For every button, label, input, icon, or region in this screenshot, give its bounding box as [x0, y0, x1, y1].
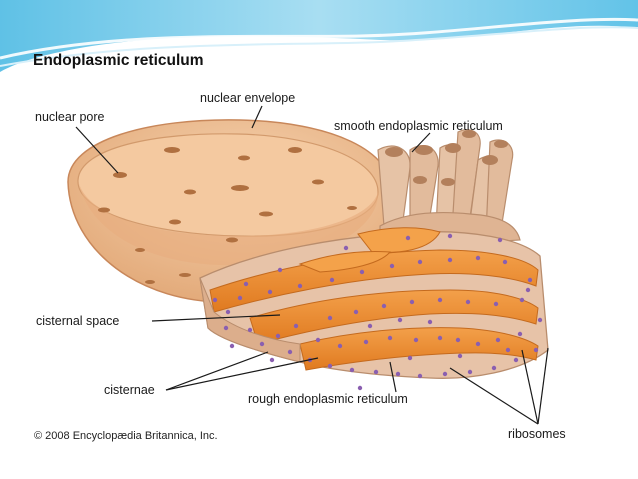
nuclear-pore-mark: [145, 280, 155, 284]
rough-er-shape: [199, 227, 549, 379]
leader-lines: [75, 105, 549, 425]
diagram-title: Endoplasmic reticulum: [33, 52, 204, 69]
nuclear-pore-mark: [231, 185, 249, 191]
nuclear-pore-mark: [347, 206, 357, 210]
label-ribosomes: ribosomes: [508, 427, 566, 441]
nuclear-pores: [98, 147, 357, 284]
nuclear-pore-mark: [164, 147, 180, 153]
nuclear-pore-mark: [179, 273, 191, 277]
leader-smooth-er: [411, 132, 431, 153]
nuclear-pore-mark: [184, 189, 196, 195]
label-rough-er: rough endoplasmic reticulum: [248, 392, 408, 406]
leader-cisternal-space: [151, 314, 281, 322]
nuclear-pore-mark: [113, 172, 127, 178]
nuclear-pore-mark: [312, 179, 324, 185]
nuclear-pore-mark: [135, 248, 145, 252]
leader-nuclear-envelope: [251, 105, 263, 129]
nuclear-pore-mark: [98, 207, 110, 213]
ribosome-dots: [212, 233, 543, 391]
nuclear-pore-mark: [259, 211, 273, 217]
label-nuclear-pore: nuclear pore: [35, 110, 105, 124]
label-nuclear-envelope: nuclear envelope: [200, 91, 296, 105]
leader-rough-er: [389, 361, 397, 393]
leader-ribosomes-1: [449, 367, 539, 425]
nuclear-pore-mark: [226, 237, 238, 243]
nuclear-pore-mark: [169, 219, 181, 225]
leader-ribosomes-2: [521, 349, 539, 425]
nuclear-pore-mark: [288, 147, 302, 153]
label-smooth-er: smooth endoplasmic reticulum: [334, 119, 503, 133]
leader-ribosomes-3: [537, 347, 549, 425]
leader-nuclear-pore: [75, 126, 119, 174]
header-wave: [0, 0, 638, 72]
leader-cisternae-2: [165, 357, 319, 391]
nuclear-pore-mark: [238, 155, 250, 161]
leader-cisternae-1: [165, 351, 269, 391]
copyright-text: © 2008 Encyclopædia Britannica, Inc.: [34, 430, 218, 442]
label-cisternae: cisternae: [104, 383, 155, 397]
label-cisternal-space: cisternal space: [36, 314, 120, 328]
